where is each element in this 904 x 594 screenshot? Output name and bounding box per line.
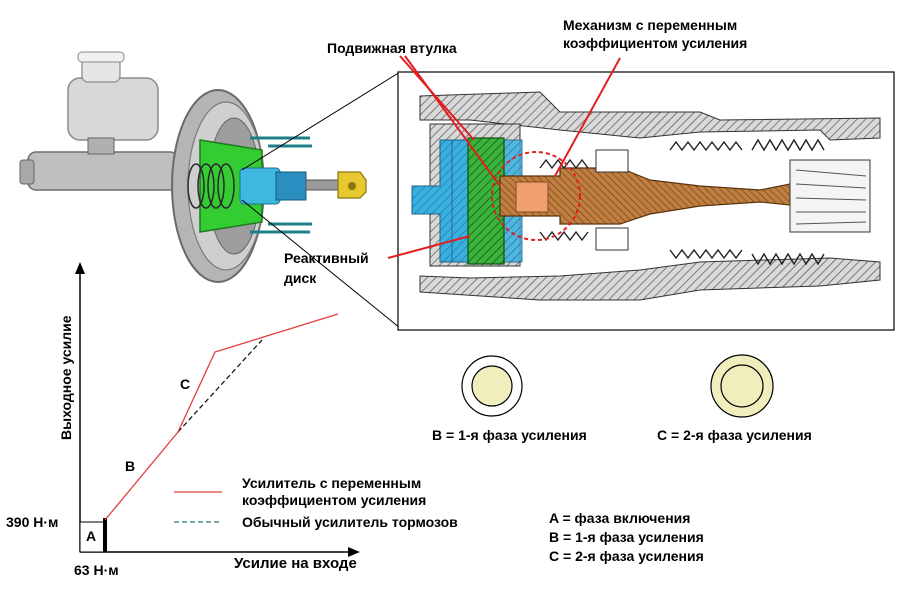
booster-cross-section-diagram — [411, 91, 881, 301]
phase-key-b: B = 1-я фаза усиления — [549, 529, 704, 545]
mechanism-label-line2: коэффициентом усиления — [563, 35, 748, 51]
movable-sleeve-label: Подвижная втулка — [327, 40, 457, 56]
reaction-disc-label-line2: диск — [284, 270, 317, 286]
zoom-leader-top — [241, 71, 401, 171]
legend-variable-line2: коэффициентом усиления — [242, 492, 427, 508]
segment-c-label: C — [180, 376, 191, 392]
phase-c-caption: C = 2-я фаза усиления — [657, 427, 812, 443]
segment-b-label: B — [125, 458, 136, 474]
legend-conventional: Обычный усилитель тормозов — [242, 514, 458, 530]
phase-c-diagram — [710, 354, 774, 418]
callout-lines — [387, 55, 621, 259]
graph-x-marker: 63 Н·м — [74, 562, 119, 578]
force-graph — [75, 262, 360, 557]
variable-series-line — [104, 313, 339, 521]
reaction-disc-label-line1: Реактивный — [284, 250, 369, 266]
legend-variable-line1: Усилитель с переменным — [242, 475, 422, 491]
brake-booster-illustration — [19, 51, 367, 283]
graph-x-label: Усилие на входе — [234, 555, 357, 572]
segment-a-label: A — [86, 528, 97, 544]
phase-key-a: A = фаза включения — [549, 510, 691, 526]
phase-b-caption: B = 1-я фаза усиления — [432, 427, 587, 443]
graph-y-marker: 390 Н·м — [6, 514, 59, 530]
mechanism-label-line1: Механизм с переменным — [563, 17, 738, 33]
phase-key-c: C = 2-я фаза усиления — [549, 548, 704, 564]
graph-y-label: Выходное усилие — [58, 315, 74, 440]
zoom-leader-bottom — [241, 199, 401, 329]
conventional-series-line — [177, 339, 263, 433]
phase-b-diagram — [461, 355, 523, 417]
